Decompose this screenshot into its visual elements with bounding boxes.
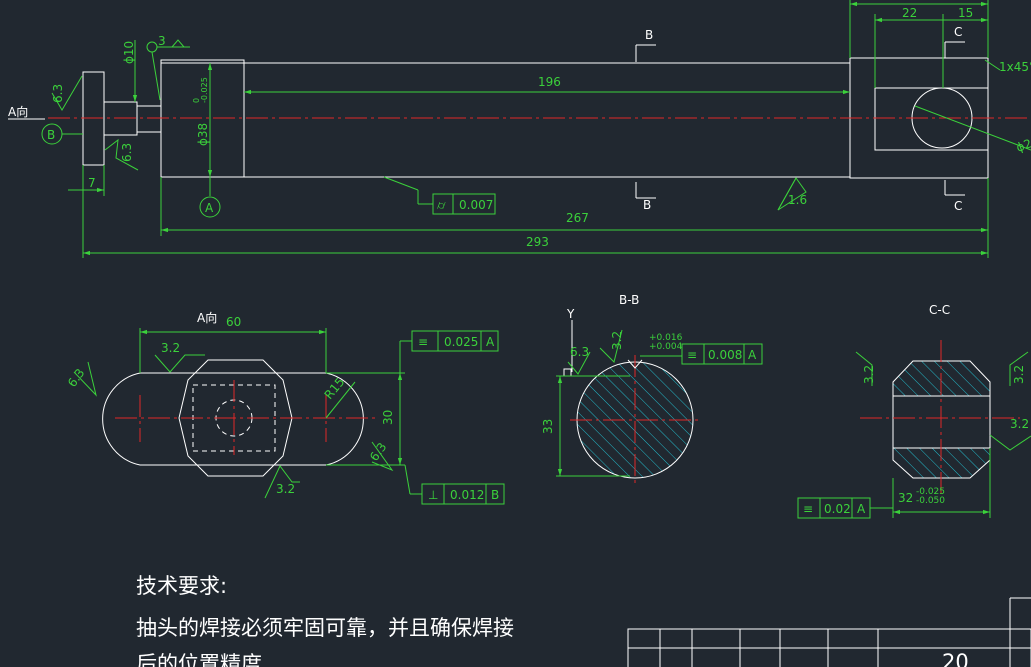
weld-size: 3 bbox=[158, 34, 166, 48]
tol-016-low: +0.004 bbox=[649, 342, 683, 352]
label-a-direction-main: A向 bbox=[8, 104, 28, 119]
datum-b-label: B bbox=[47, 128, 55, 142]
section-c-top: C bbox=[954, 25, 962, 39]
dim-196: 196 bbox=[538, 75, 561, 89]
dim-32-tol-low: -0.050 bbox=[916, 496, 945, 506]
frame-perpendicularity-symbol: ⊥ bbox=[428, 488, 438, 502]
dim-r15: R15 bbox=[322, 375, 348, 402]
frame-perpendicularity-value: 0.012 bbox=[450, 488, 484, 502]
section-cc: C-C 3.2 3.2 3.2 32 -0.025 -0.050 ≡ 0.02 … bbox=[797, 303, 1031, 519]
dim-phi38: ϕ38 bbox=[196, 123, 210, 146]
roughness-32-cc-slot: 3.2 bbox=[1010, 417, 1029, 431]
section-b-top: B bbox=[645, 28, 653, 42]
datum-a-label: A bbox=[205, 201, 214, 215]
hex-boss-outline bbox=[178, 359, 293, 477]
dim-30: 30 bbox=[381, 410, 395, 425]
frame-symmetry-bb-symbol: ≡ bbox=[687, 348, 697, 362]
tol-016-up: +0.016 bbox=[649, 333, 683, 343]
frame-symmetry-bb bbox=[681, 343, 763, 365]
roughness-32-bb: 3.2 bbox=[610, 331, 624, 350]
label-axis-y: Y bbox=[566, 307, 575, 321]
frame-perpendicularity bbox=[421, 483, 505, 505]
frame-symmetry-cc bbox=[797, 497, 871, 519]
section-c-bottom: C bbox=[954, 199, 962, 213]
section-b-bottom: B bbox=[643, 198, 651, 212]
dim-phi2: ϕ2 bbox=[1014, 136, 1031, 154]
roughness-63-bb: 6.3 bbox=[570, 345, 589, 359]
dim-32: 32 bbox=[898, 491, 913, 505]
tech-title: 技术要求: bbox=[136, 574, 227, 598]
roughness-32-cc-left: 3.2 bbox=[862, 365, 876, 384]
datum-a-circle bbox=[199, 196, 221, 218]
roughness-32-cc-right: 3.2 bbox=[1012, 365, 1026, 384]
dim-15: 15 bbox=[958, 6, 973, 20]
tech-line-2: 后的位置精度 bbox=[136, 652, 262, 667]
pin-neck-outline bbox=[136, 105, 162, 133]
frame-symmetry-a-value: 0.025 bbox=[444, 335, 478, 349]
dim-33: 33 bbox=[541, 419, 555, 434]
label-section-bb: B-B bbox=[619, 293, 639, 307]
tech-line-1: 抽头的焊接必须牢固可靠，并且确保焊接 bbox=[136, 616, 514, 640]
title-block: 20 bbox=[627, 597, 1031, 667]
frame-symmetry-a-symbol: ≡ bbox=[418, 335, 428, 349]
dim-7: 7 bbox=[88, 176, 96, 190]
frame-cylindricity bbox=[432, 193, 496, 215]
section-bb: B-B Y 33 6.3 3.2 +0.016 +0.004 ≡ 0.008 A bbox=[541, 293, 763, 485]
dim-293: 293 bbox=[526, 235, 549, 249]
dim-60: 60 bbox=[226, 315, 241, 329]
weld-circle-symbol bbox=[146, 41, 158, 53]
dim-22: 22 bbox=[902, 6, 917, 20]
slot-outline bbox=[874, 87, 988, 151]
dim-32-tol-up: -0.025 bbox=[916, 487, 945, 497]
tech-requirements: 技术要求: 抽头的焊接必须牢固可靠，并且确保焊接 后的位置精度 bbox=[136, 574, 514, 667]
roughness-63-flange: 6.3 bbox=[51, 84, 65, 103]
roughness-32-a-bottom: 3.2 bbox=[276, 482, 295, 496]
frame-symmetry-bb-datum: A bbox=[748, 348, 757, 362]
view-a-direction: A向 60 30 R15 3.2 3.2 6.3 6.3 bbox=[65, 310, 505, 505]
roughness-32-a-top: 3.2 bbox=[161, 341, 180, 355]
frame-cylindricity-symbol: ⌭ bbox=[437, 198, 446, 212]
roughness-16: 1.6 bbox=[788, 193, 807, 207]
dim-267: 267 bbox=[566, 211, 589, 225]
frame-symmetry-cc-value: 0.02 bbox=[824, 502, 851, 516]
roughness-63-a-right: 6.3 bbox=[367, 440, 389, 464]
label-a-direction-view: A向 bbox=[197, 310, 217, 325]
frame-perpendicularity-datum: B bbox=[491, 488, 499, 502]
roughness-63-pin: 6.3 bbox=[120, 143, 134, 162]
roughness-63-a-left: 6.3 bbox=[65, 366, 87, 390]
dim-phi38-tol-up: 0 bbox=[192, 98, 201, 103]
main-view: 293 267 196 22 15 1x45° ϕ2 7 ϕ10 ϕ38 0 -… bbox=[8, 0, 1031, 258]
dim-phi10: ϕ10 bbox=[122, 41, 136, 64]
dim-phi38-tol-low: -0.025 bbox=[200, 77, 209, 103]
frame-symmetry-cc-symbol: ≡ bbox=[803, 502, 813, 516]
frame-symmetry-a-datum: A bbox=[486, 335, 495, 349]
frame-cylindricity-value: 0.007 bbox=[459, 198, 493, 212]
title-block-number: 20 bbox=[942, 650, 969, 667]
frame-symmetry-cc-datum: A bbox=[857, 502, 866, 516]
frame-symmetry-bb-value: 0.008 bbox=[708, 348, 742, 362]
frame-symmetry-a bbox=[411, 330, 499, 352]
label-section-cc: C-C bbox=[929, 303, 950, 317]
dim-chamfer: 1x45° bbox=[999, 60, 1031, 74]
